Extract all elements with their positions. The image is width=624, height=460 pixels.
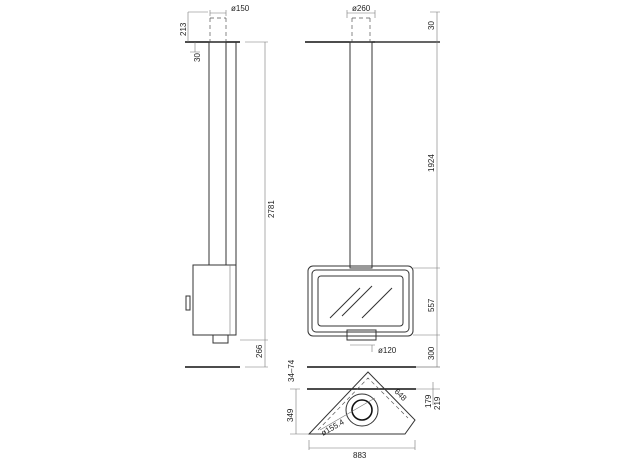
front-floor-height-label: 300 [427, 346, 436, 360]
front-ceiling-offset-label: 30 [427, 21, 436, 30]
top-flue-diameter-label: ø155.4 [320, 417, 347, 438]
front-pipe-height-label: 1924 [427, 154, 436, 172]
side-pipe-diameter-label: ø150 [231, 4, 250, 13]
top-width-label: 883 [353, 451, 367, 460]
top-depth-total-label: 349 [286, 408, 295, 422]
side-view [185, 10, 268, 368]
top-wall-gap-label: 34–74 [287, 359, 296, 382]
front-stove-height-label: 557 [427, 298, 436, 312]
front-view [305, 10, 440, 368]
top-view [290, 366, 440, 450]
side-bottom-offset-label: 266 [255, 344, 264, 358]
side-total-height-label: 2781 [267, 200, 276, 218]
side-top-extension-label: 213 [179, 22, 188, 36]
top-depth-outer-label: 219 [433, 396, 442, 410]
side-ceiling-offset-label: 30 [193, 53, 202, 62]
front-pipe-diameter-label: ø260 [352, 4, 371, 13]
front-outlet-diameter-label: ø120 [378, 346, 397, 355]
top-depth-inner-label: 179 [424, 394, 433, 408]
